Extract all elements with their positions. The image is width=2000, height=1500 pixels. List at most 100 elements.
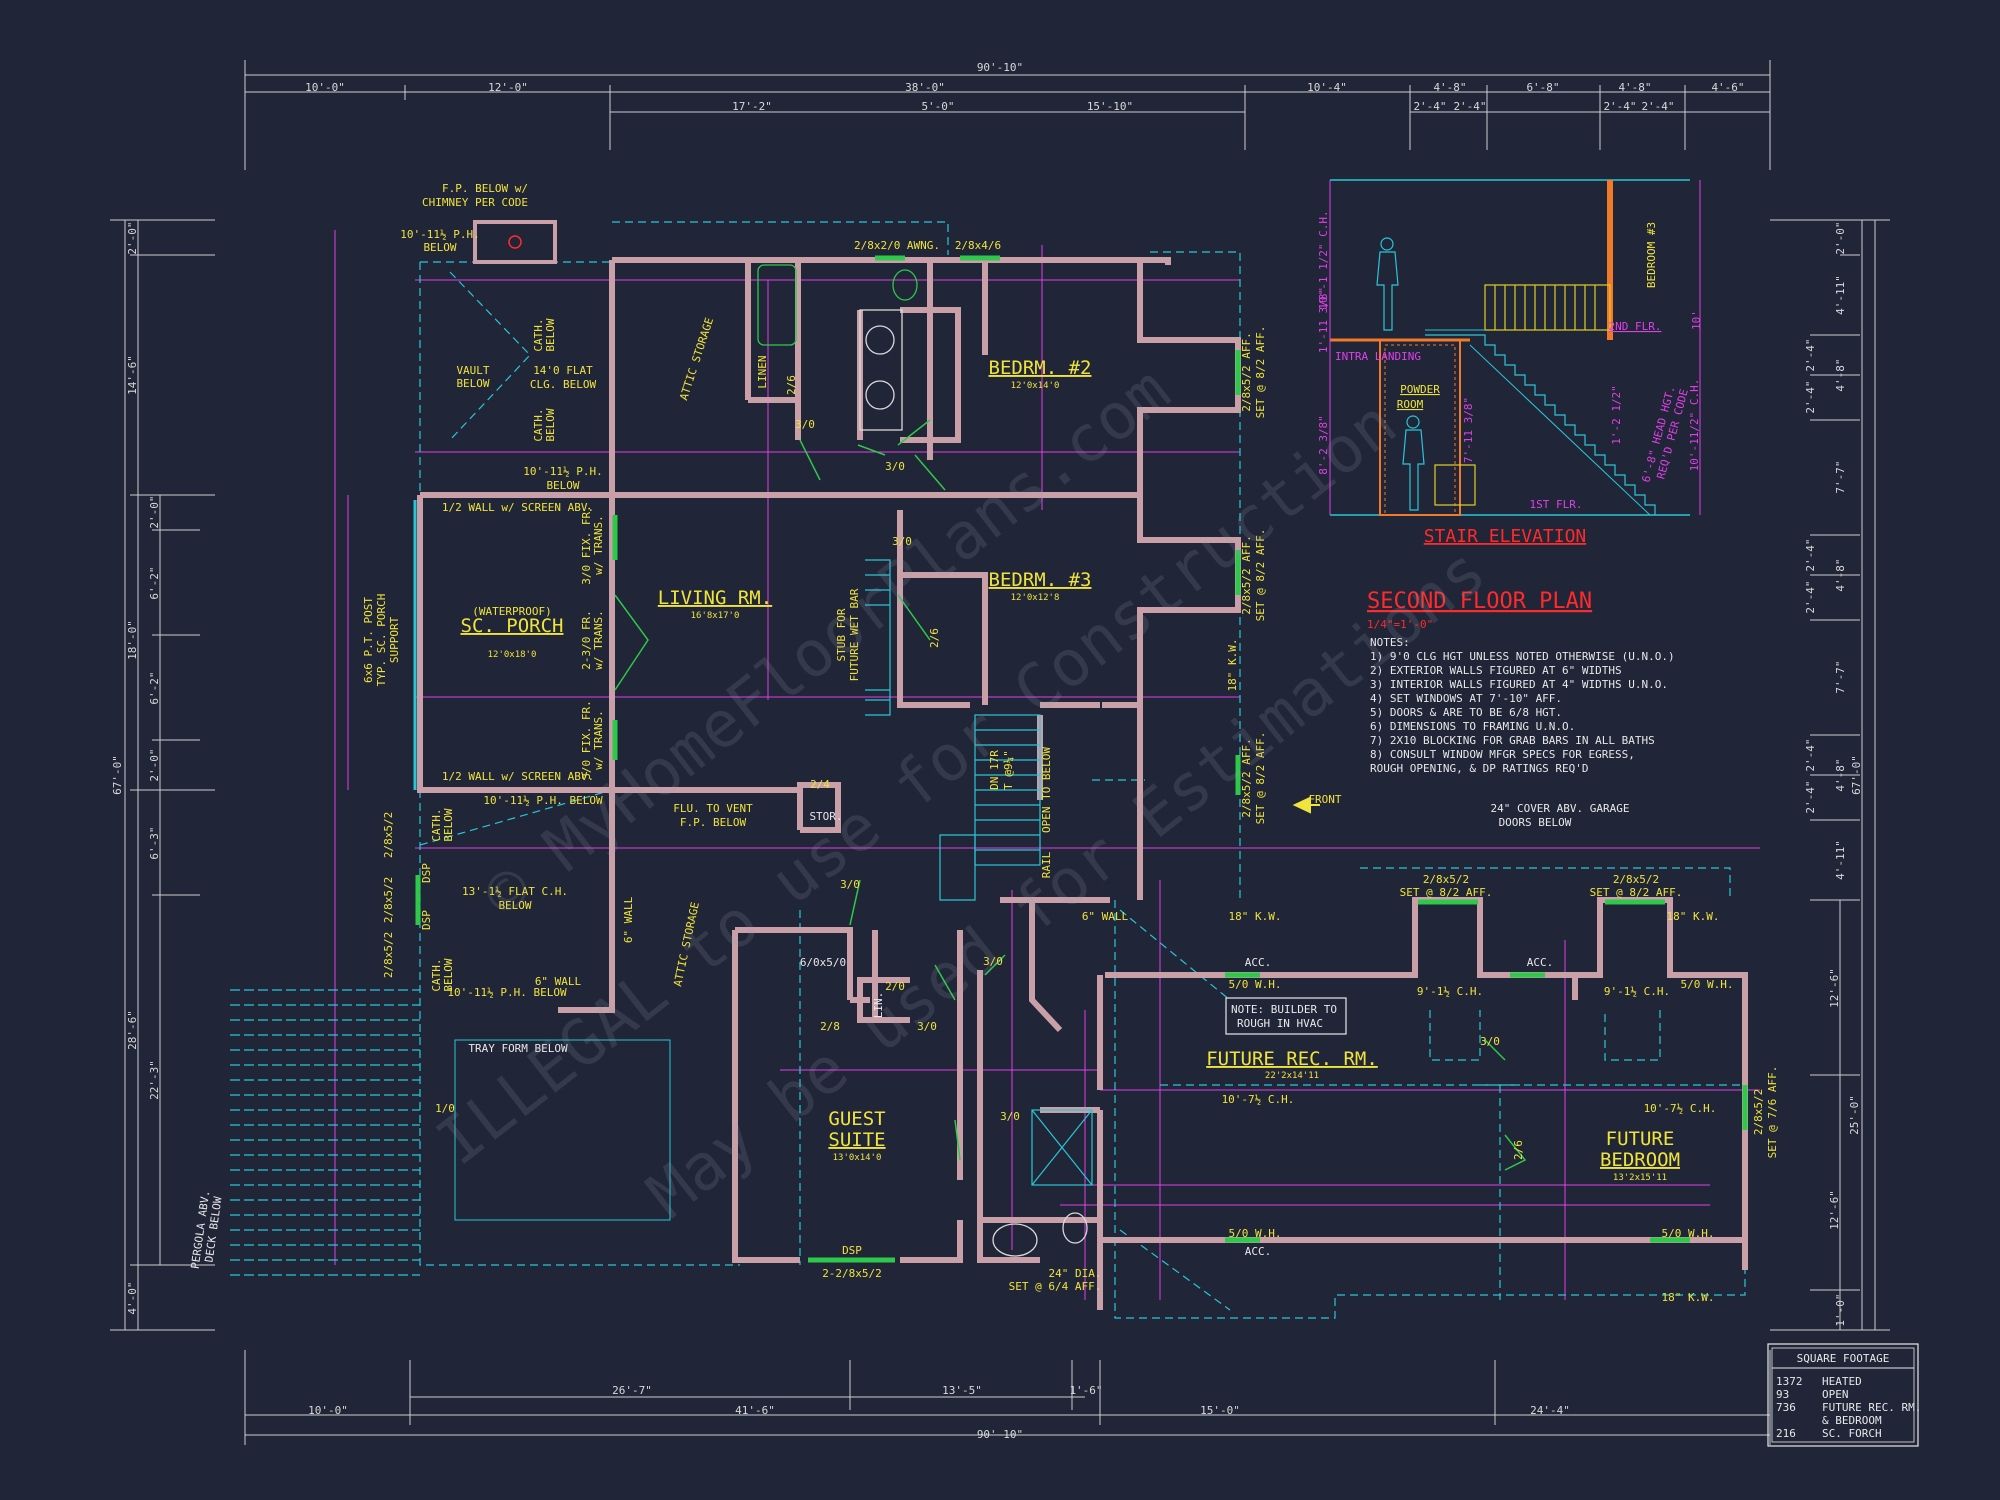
window-label: 2/8x5/2 bbox=[382, 932, 395, 978]
overall-left-dim: 67'-0" bbox=[111, 755, 124, 795]
elevation-dim: 10'-1 1/2" C.H. bbox=[1317, 210, 1330, 309]
bottom-dim: 10'-0" bbox=[308, 1404, 348, 1417]
elevation-dim: 7'-11 3/8" bbox=[1462, 397, 1475, 463]
note-line: 1) 9'0 CLG HGT UNLESS NOTED OTHERWISE (U… bbox=[1370, 650, 1675, 663]
door-label: w/ TRANS. bbox=[592, 610, 605, 670]
top-dim: 6'-8" bbox=[1526, 81, 1559, 94]
sqft-label: SC. FORCH bbox=[1822, 1427, 1882, 1440]
bottom-dim: 41'-6" bbox=[735, 1404, 775, 1417]
dn-stair-label: DN 17R bbox=[988, 750, 1001, 790]
right-dim: 2'-4" bbox=[1804, 380, 1817, 413]
left-dim: 18'-0" bbox=[126, 620, 139, 660]
plan-scale: 1/4"=1'-0" bbox=[1367, 618, 1433, 631]
note-box bbox=[1225, 997, 1347, 1035]
room-size-bedroom3: 12'0x12'8 bbox=[1011, 593, 1060, 603]
left-inner-dim: 6'-2" bbox=[148, 671, 161, 704]
window-label: 2/8x5/2 AFF. bbox=[1240, 535, 1253, 614]
right-dim: 4'-8" bbox=[1834, 558, 1847, 591]
wall-label: 6" WALL bbox=[1082, 910, 1129, 923]
top-dim: 17'-2" bbox=[732, 100, 772, 113]
top-dim: 15'-10" bbox=[1087, 100, 1133, 113]
window-label: 2/8x5/2 AFF. bbox=[1240, 332, 1253, 411]
chimney bbox=[473, 220, 557, 264]
pergola-beams bbox=[230, 989, 420, 1276]
window-label: 2/8x5/2 bbox=[1752, 1089, 1765, 1135]
flat-clg-label: 14'0 FLAT bbox=[533, 364, 593, 377]
door-label: 3/0 bbox=[840, 878, 860, 891]
room-size-porch: 12'0x18'0 bbox=[488, 650, 537, 660]
elevation-dim: 10' bbox=[1690, 310, 1703, 330]
annotation-labels: F.P. BELOW w/ CHIMNEY PER CODE 10'-11½ P… bbox=[189, 182, 1779, 1304]
window-label: 2/8x5/2 AFF. bbox=[1240, 738, 1253, 817]
chimney-label: CHIMNEY PER CODE bbox=[422, 196, 528, 209]
stub-label: STUB FOR bbox=[835, 608, 848, 661]
door-label: 3/0 FIX. FR. bbox=[580, 700, 593, 779]
elevation-dim: 8'-2 3/8" bbox=[1317, 415, 1330, 475]
kw-label: 18" K.W. bbox=[1229, 910, 1282, 923]
dsp-label: DSP bbox=[420, 910, 433, 930]
ph-below-label: 10'-11½ P.H. bbox=[523, 465, 602, 478]
door-label: 2/0 bbox=[885, 980, 905, 993]
ph-below-label: 10'-11½ P.H. BELOW bbox=[483, 794, 603, 807]
note-line: ROUGH OPENING, & DP RATINGS REQ'D bbox=[1370, 762, 1589, 775]
door-label: 3/0 bbox=[892, 535, 912, 548]
bottom-dim: 1'-6" bbox=[1069, 1384, 1102, 1397]
half-wall-label: 1/2 WALL w/ SCREEN ABV. bbox=[442, 770, 594, 783]
note-line: 2) EXTERIOR WALLS FIGURED AT 6" WIDTHS bbox=[1370, 664, 1622, 677]
top-dim: 12'-0" bbox=[488, 81, 528, 94]
cath-label: BELOW bbox=[442, 808, 455, 841]
flu-label: FLU. TO VENT bbox=[673, 802, 753, 815]
room-name-porch: SC. PORCH bbox=[461, 615, 564, 637]
floor-label: 2ND FLR. bbox=[1609, 320, 1662, 333]
sink-icon bbox=[865, 380, 895, 410]
cath-label: BELOW bbox=[544, 408, 557, 441]
room-name-future-bed-2: BEDROOM bbox=[1600, 1149, 1680, 1171]
room-name-guest-2: SUITE bbox=[828, 1129, 885, 1151]
door-label: 3/0 bbox=[917, 1020, 937, 1033]
person-figure-icon bbox=[1402, 415, 1425, 511]
wall-label: 6" WALL bbox=[535, 975, 582, 988]
vault-label: VAULT bbox=[456, 364, 489, 377]
note-builder-label: ROUGH IN HVAC bbox=[1237, 1017, 1323, 1030]
note-line: 5) DOORS & ARE TO BE 6/8 HGT. bbox=[1370, 706, 1562, 719]
window-label: SET @ 8/2 AFF. bbox=[1254, 732, 1267, 825]
left-dim: 14'-6" bbox=[126, 355, 139, 395]
right-dim: 12'-6" bbox=[1828, 968, 1841, 1008]
tub-icon bbox=[992, 1223, 1038, 1257]
dimension-frame bbox=[110, 60, 1890, 1445]
cath-label: CATH. bbox=[430, 808, 443, 841]
room-size-bedroom2: 12'0x14'0 bbox=[1011, 381, 1060, 391]
stub-label: FUTURE WET BAR bbox=[848, 588, 861, 681]
sqft-value: 93 bbox=[1776, 1388, 1789, 1401]
left-inner-dim: 22'-3" bbox=[148, 1060, 161, 1100]
toilet-icon bbox=[892, 269, 918, 301]
ph-below-label: 10'-11½ P.H. BELOW bbox=[447, 986, 567, 999]
bedroom-label: BEDROOM #3 bbox=[1645, 222, 1658, 288]
flu-label: F.P. BELOW bbox=[680, 816, 747, 829]
elevation-dim: 1'-11 3/8" bbox=[1317, 287, 1330, 353]
walls bbox=[417, 257, 1748, 1310]
right-dim: 7'-7" bbox=[1834, 660, 1847, 693]
ph-below-label: 10'-11½ P.H. bbox=[400, 228, 479, 241]
dia-label: 24" DIA. bbox=[1049, 1267, 1102, 1280]
front-arrow-icon bbox=[1292, 796, 1320, 814]
bottom-dim: 13'-5" bbox=[942, 1384, 982, 1397]
flat-ch-label: 13'-1½ FLAT C.H. bbox=[462, 885, 568, 898]
right-dim: 4'-11" bbox=[1834, 275, 1847, 315]
ch-label: 10'-7½ C.H. bbox=[1644, 1102, 1717, 1115]
post-label: TYP. SC. PORCH bbox=[375, 594, 388, 687]
door-swings bbox=[614, 419, 1527, 1171]
wh-label: 5/0 W.H. bbox=[1662, 1227, 1715, 1240]
right-dim: 2'-4" bbox=[1804, 538, 1817, 571]
vanity-icon bbox=[1434, 464, 1476, 506]
stor-label: STOR. bbox=[809, 810, 842, 823]
door-label: 2/8 bbox=[820, 1020, 840, 1033]
attic-storage-label: ATTIC STORAGE bbox=[677, 316, 716, 402]
window-label: 2/8x4/6 bbox=[955, 239, 1001, 252]
note-line: 8) CONSULT WINDOW MFGR SPECS FOR EGRESS, bbox=[1370, 748, 1635, 761]
overall-bottom-dim: 90'-10" bbox=[977, 1428, 1023, 1441]
lin-label: LIN. bbox=[872, 992, 885, 1019]
stair-treads bbox=[413, 500, 1093, 1186]
top-dim: 10'-0" bbox=[305, 81, 345, 94]
sink-icon bbox=[865, 325, 895, 355]
